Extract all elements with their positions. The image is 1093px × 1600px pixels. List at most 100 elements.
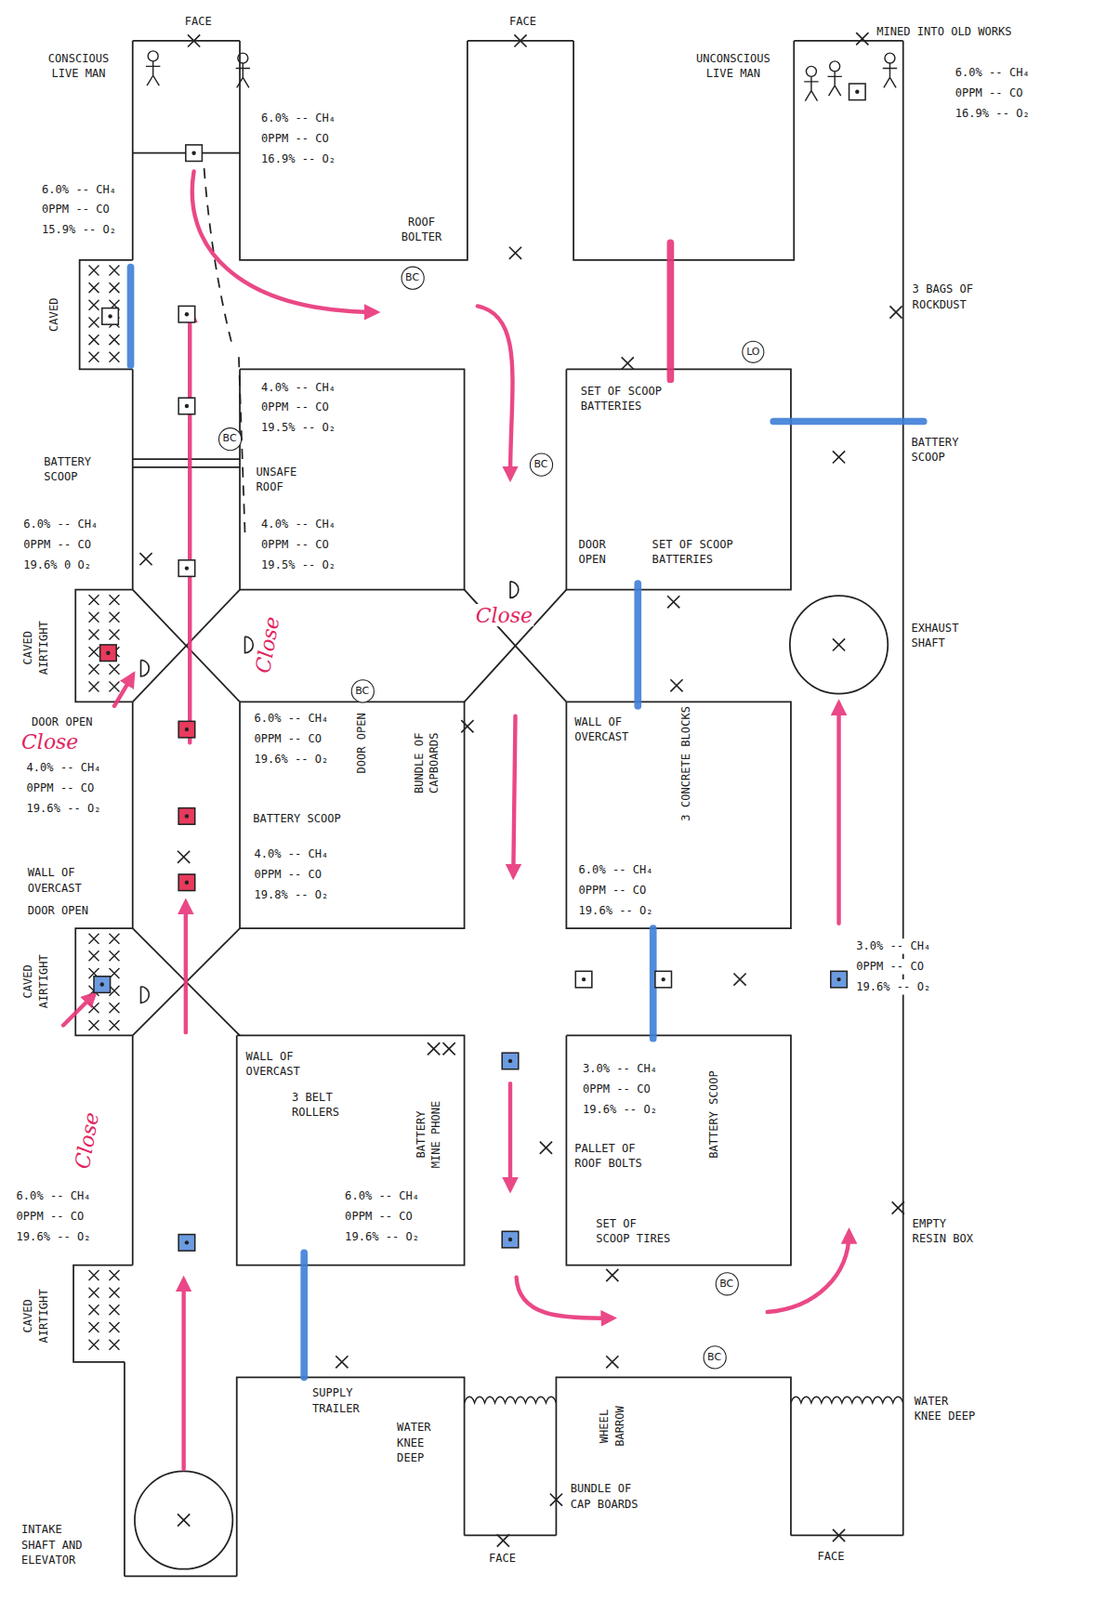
map-label: 0PPM -- CO bbox=[25, 780, 95, 796]
marker-text: BC bbox=[405, 271, 420, 284]
item-mark bbox=[187, 34, 200, 47]
rib-line bbox=[132, 590, 240, 703]
check-square bbox=[501, 1053, 519, 1070]
map-label: 6.0% -- CH₄ bbox=[22, 516, 99, 532]
person-head bbox=[805, 65, 817, 77]
person-body bbox=[882, 63, 897, 88]
person-head bbox=[884, 52, 896, 64]
item-mark bbox=[670, 679, 683, 692]
handwritten-note: Close bbox=[474, 604, 535, 627]
square-dot bbox=[184, 727, 189, 732]
map-label: 0PPM -- CO bbox=[343, 1209, 414, 1225]
person-figure bbox=[236, 52, 251, 88]
caved-mark bbox=[89, 950, 100, 962]
person-head bbox=[147, 51, 159, 62]
map-label: 19.5% -- O₂ bbox=[260, 420, 337, 435]
rib-line bbox=[464, 590, 567, 703]
rib-line bbox=[131, 1035, 134, 1265]
map-label: 19.6% -- O₂ bbox=[14, 1229, 92, 1245]
check-square bbox=[575, 971, 593, 988]
caved-mark bbox=[89, 1020, 100, 1031]
map-label: CAVED AIRTIGHT bbox=[20, 615, 52, 681]
map-label: 0PPM -- CO bbox=[581, 1081, 652, 1097]
rib-line bbox=[464, 590, 567, 703]
map-label: BUNDLE OF CAPBOARDS bbox=[410, 726, 442, 801]
rib-line bbox=[464, 1535, 557, 1538]
map-label: 6.0% -- CH₄ bbox=[577, 862, 654, 878]
item-mark bbox=[460, 720, 474, 733]
map-label: INTAKE SHAFT AND ELEVATOR bbox=[20, 1522, 91, 1568]
item-mark bbox=[667, 595, 680, 608]
marker-circle: BC bbox=[217, 427, 241, 451]
airflow-arrow bbox=[767, 1232, 850, 1313]
map-label: 3.0% -- CH₄ bbox=[581, 1061, 659, 1077]
map-label: DOOR OPEN bbox=[30, 714, 94, 730]
rib-line bbox=[566, 701, 791, 929]
square-outline bbox=[178, 305, 196, 323]
item-mark bbox=[832, 1529, 845, 1542]
shaft-circle bbox=[790, 595, 888, 694]
stopping-bar bbox=[127, 267, 135, 366]
check-square bbox=[93, 976, 111, 994]
item-mark bbox=[335, 1356, 348, 1369]
check-square bbox=[830, 971, 848, 988]
item-mark bbox=[605, 1356, 619, 1369]
item-mark bbox=[139, 553, 152, 566]
map-label: 6.0% -- CH₄ bbox=[260, 110, 337, 126]
caved-mark bbox=[108, 594, 119, 606]
square-dot bbox=[661, 977, 666, 982]
check-square bbox=[178, 808, 196, 826]
caved-mark bbox=[89, 664, 100, 675]
caved-mark bbox=[108, 1002, 119, 1014]
item-mark bbox=[177, 851, 190, 864]
map-label: ROOF BOLTER bbox=[394, 214, 449, 246]
rib-line bbox=[239, 40, 468, 261]
map-label: EMPTY RESIN BOX bbox=[911, 1216, 977, 1248]
marker-circle: BC bbox=[702, 1345, 726, 1370]
rib-line bbox=[73, 1265, 133, 1363]
square-outline bbox=[655, 971, 672, 988]
item-mark bbox=[832, 450, 845, 463]
map-label: 6.0% -- CH₄ bbox=[40, 181, 118, 197]
rib-line bbox=[132, 39, 240, 42]
check-square bbox=[501, 1231, 519, 1249]
caved-mark bbox=[108, 1020, 119, 1031]
rib-line bbox=[902, 40, 905, 1537]
caved-mark bbox=[89, 1304, 100, 1316]
marker-circle: BC bbox=[350, 679, 374, 703]
map-label: 19.6% -- O₂ bbox=[855, 979, 932, 995]
map-label: 19.8% -- O₂ bbox=[252, 887, 330, 903]
check-square bbox=[102, 308, 119, 326]
map-label: WALL OF OVERCAST bbox=[26, 865, 93, 896]
rib-line bbox=[790, 1535, 904, 1538]
person-head bbox=[237, 52, 249, 64]
map-label: CONSCIOUS LIVE MAN bbox=[40, 51, 117, 82]
square-outline bbox=[100, 645, 118, 662]
map-label: EXHAUST SHAFT bbox=[909, 620, 975, 652]
caved-mark bbox=[108, 282, 119, 293]
map-label: DOOR OPEN bbox=[354, 711, 369, 776]
square-dot bbox=[184, 404, 189, 409]
caved-mark bbox=[89, 1340, 100, 1351]
rib-line bbox=[237, 1035, 465, 1265]
map-label: UNSAFE ROOF bbox=[255, 464, 315, 496]
map-label: 6.0% -- CH₄ bbox=[252, 711, 330, 726]
map-label: BATTERY SCOOP bbox=[706, 1069, 722, 1160]
item-mark bbox=[832, 638, 845, 651]
rib-line bbox=[75, 590, 132, 703]
check-square bbox=[655, 971, 672, 988]
map-label: WATER KNEE DEEP bbox=[395, 1420, 445, 1466]
map-label: WHEEL BARROW bbox=[596, 1399, 628, 1453]
marker-text: BC bbox=[707, 1351, 722, 1364]
square-outline bbox=[178, 721, 196, 738]
marker-text: BC bbox=[719, 1277, 734, 1291]
item-mark bbox=[177, 1514, 190, 1527]
map-label: 0PPM -- CO bbox=[260, 131, 330, 146]
door-symbol bbox=[510, 581, 519, 599]
square-outline bbox=[178, 874, 196, 892]
map-label: PALLET OF ROOF BOLTS bbox=[573, 1141, 649, 1173]
airflow-arrow bbox=[114, 675, 133, 707]
marker-text: BC bbox=[533, 458, 548, 471]
